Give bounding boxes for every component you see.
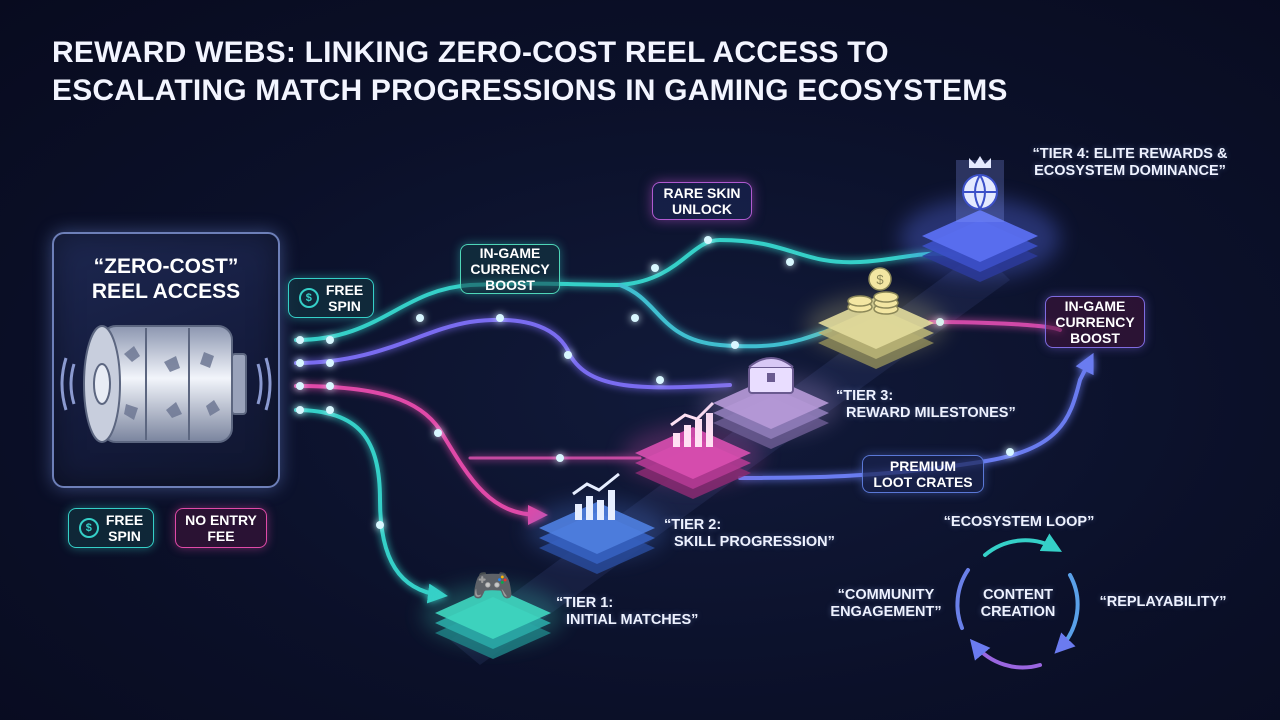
dollar-coin-icon: $ (78, 518, 99, 538)
loop-arrow-bottom (969, 638, 1042, 670)
tier-2-label: “TIER 2: SKILL PROGRESSION” (664, 517, 835, 551)
loot-crates-line-1: PREMIUM (889, 458, 957, 474)
free-spin-top-line-2: SPIN (328, 298, 361, 314)
flow-path-teal-branch (618, 283, 832, 349)
reel-access-panel: “ZERO-COST” REEL ACCESS (52, 232, 280, 488)
tier-1-label: “TIER 1: INITIAL MATCHES” (556, 595, 698, 629)
tier-2-label-line-1: “TIER 2: (664, 517, 722, 533)
tier-1-label-line-1: “TIER 1: (556, 595, 614, 611)
reel-access-title-line-2: REEL ACCESS (91, 280, 241, 303)
free-spin-bottom-line-2: SPIN (108, 528, 141, 544)
no-entry-fee-line-2: FEE (207, 528, 235, 544)
tier-3-label-line-1: “TIER 3: (836, 388, 894, 404)
flow-path-pink (294, 384, 548, 525)
tier-3-label: “TIER 3: REWARD MILESTONES” (836, 388, 1016, 422)
currency-boost-badge-top: IN-GAME CURRENCY BOOST (460, 244, 560, 294)
free-spin-badge-bottom: $ FREE SPIN (68, 508, 154, 548)
no-entry-fee-badge: NO ENTRY FEE (175, 508, 267, 548)
ecosystem-loop (955, 533, 1080, 670)
dollar-coin-icon: $ (298, 288, 319, 308)
community-engagement-line-1: “COMMUNITY (837, 587, 935, 603)
currency-boost-badge-right: IN-GAME CURRENCY BOOST (1045, 296, 1145, 348)
svg-text:$: $ (876, 272, 884, 287)
replayability-label: “REPLAYABILITY” (1099, 594, 1227, 610)
bar-chart-icon (572, 472, 620, 520)
gamepad-icon: 🎮 (472, 567, 514, 605)
rare-skin-line-1: RARE SKIN (663, 185, 741, 201)
content-creation-label: CONTENT CREATION (968, 587, 1068, 621)
title-line-2: ESCALATING MATCH PROGRESSIONS IN GAMING … (52, 74, 1008, 107)
coin-stack-icon: $ (847, 267, 899, 315)
tier-rising-stack (623, 401, 763, 499)
reel-access-title-line-1: “ZERO-COST” (93, 255, 239, 278)
flow-path-teal-top (294, 237, 962, 342)
tier-4-label-line-2: ECOSYSTEM DOMINANCE” (1034, 163, 1226, 179)
tier-1-stack: 🎮 (423, 567, 563, 659)
tier-3-label-line-2: REWARD MILESTONES” (846, 405, 1016, 421)
loot-crates-badge: PREMIUM LOOT CRATES (862, 455, 984, 493)
rare-skin-line-2: UNLOCK (672, 201, 732, 217)
tier-4-label-line-1: “TIER 4: ELITE REWARDS & (1032, 146, 1228, 162)
tier-1-label-line-2: INITIAL MATCHES” (566, 612, 699, 628)
flow-path-pink-right (928, 320, 1062, 332)
loot-crates-line-2: LOOT CRATES (873, 474, 973, 490)
community-engagement-label: “COMMUNITY ENGAGEMENT” (818, 587, 954, 621)
currency-boost-top-line-2: CURRENCY (470, 261, 550, 277)
tier-3-stack (701, 357, 841, 449)
loop-arrow-top (983, 533, 1063, 557)
currency-boost-top-line-1: IN-GAME (479, 245, 541, 261)
currency-boost-top-line-3: BOOST (485, 277, 535, 293)
loop-arrow-left (955, 568, 970, 630)
flow-path-purple (294, 317, 732, 390)
content-creation-line-2: CREATION (980, 604, 1056, 620)
loop-arrow-right (1054, 573, 1080, 654)
rare-skin-badge: RARE SKIN UNLOCK (652, 182, 752, 220)
treasure-chest-icon (748, 357, 794, 394)
no-entry-fee-line-1: NO ENTRY (185, 512, 257, 528)
community-engagement-line-2: ENGAGEMENT” (830, 604, 942, 620)
slot-reel-icon (60, 325, 272, 443)
crowned-globe-icon (962, 156, 998, 211)
tier-2-label-line-2: SKILL PROGRESSION” (674, 534, 835, 550)
free-spin-bottom-line-1: FREE (105, 512, 144, 528)
currency-boost-right-line-2: CURRENCY (1055, 314, 1135, 330)
page-title: REWARD WEBS: LINKING ZERO-COST REEL ACCE… (52, 34, 1152, 110)
reel-access-title: “ZERO-COST” REEL ACCESS (54, 254, 278, 304)
free-spin-top-line-1: FREE (325, 282, 364, 298)
tier-coin-stack: $ (806, 267, 946, 369)
ecosystem-loop-label: “ECOSYSTEM LOOP” (943, 514, 1095, 530)
tier-4-label: “TIER 4: ELITE REWARDS & ECOSYSTEM DOMIN… (1012, 146, 1248, 180)
currency-boost-right-line-1: IN-GAME (1064, 298, 1126, 314)
currency-boost-right-line-3: BOOST (1070, 330, 1120, 346)
content-creation-line-1: CONTENT (982, 587, 1054, 603)
title-line-1: REWARD WEBS: LINKING ZERO-COST REEL ACCE… (52, 36, 889, 69)
tier-4-stack (900, 156, 1060, 282)
tier-2-stack (527, 472, 667, 574)
free-spin-badge-top: $ FREE SPIN (288, 278, 374, 318)
flow-path-teal-bottom (294, 408, 448, 604)
